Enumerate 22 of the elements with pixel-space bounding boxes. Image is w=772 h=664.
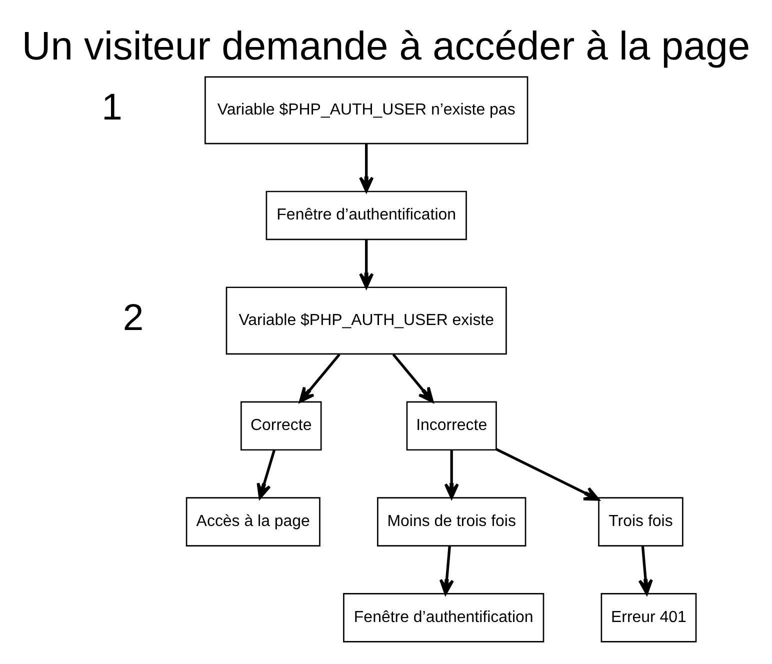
node-box: Erreur 401 [600, 593, 697, 642]
node-box: Correcte [240, 401, 322, 451]
arrow [392, 354, 434, 403]
node-box: Fenêtre d’authentification [343, 593, 544, 642]
arrow [256, 450, 276, 500]
node-box: Accès à la page [186, 497, 320, 546]
node-box: Moins de trois fois [377, 497, 526, 546]
arrow [359, 144, 374, 192]
node-box: Fenêtre d’authentification [266, 190, 467, 240]
node-box: Incorrecte [406, 401, 497, 451]
arrow [638, 546, 653, 595]
arrow [359, 240, 374, 289]
arrow [496, 448, 600, 501]
node-label: 2 [122, 296, 144, 338]
arrow [439, 546, 454, 595]
arrow [299, 354, 340, 403]
node-box: Trois fois [598, 497, 684, 546]
node-box: Variable $PHP_AUTH_USER n’existe pas [204, 76, 528, 144]
diagram-title: Un visiteur demande à accéder à la page [22, 24, 750, 69]
node-label: 1 [102, 85, 122, 128]
node-box: Variable $PHP_AUTH_USER existe [226, 286, 507, 355]
arrow [444, 450, 459, 500]
